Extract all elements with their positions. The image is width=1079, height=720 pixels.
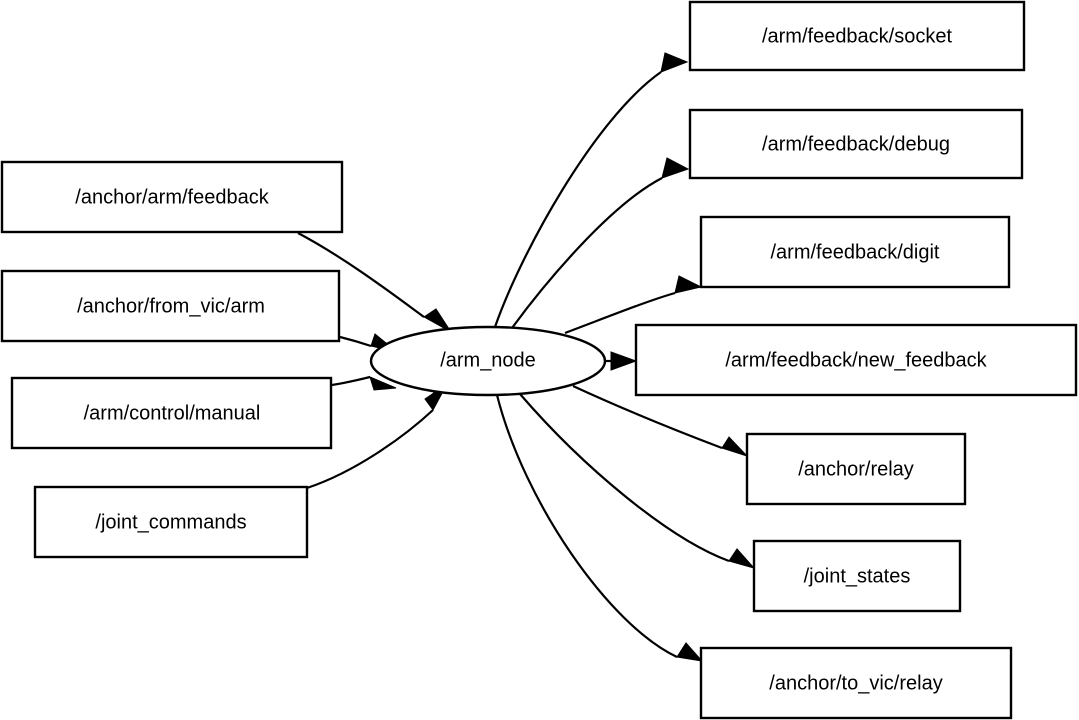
topic-box[interactable] [0, 160, 344, 234]
topic-box[interactable] [634, 323, 1078, 397]
center-node-label: /arm_node [440, 349, 536, 371]
topic-node-anchor-to-vic-relay[interactable]: /anchor/to_vic/relay [699, 646, 1013, 720]
topic-node-anchor-arm-feedback[interactable]: /anchor/arm/feedback [0, 160, 344, 234]
edge-arm-node-to-anchor-relay [572, 385, 748, 457]
topic-node-anchor-from-vic-arm[interactable]: /anchor/from_vic/arm [0, 269, 341, 343]
topic-label: /anchor/relay [798, 458, 914, 480]
topic-label: /arm/control/manual [84, 402, 261, 424]
arrowhead-icon [660, 52, 689, 73]
topic-node-arm-feedback-socket[interactable]: /arm/feedback/socket [688, 0, 1026, 72]
topic-label: /arm/feedback/new_feedback [725, 349, 987, 371]
topic-label: /anchor/from_vic/arm [77, 295, 265, 317]
edge-arm-node-to-anchor-to-vic-relay [495, 394, 704, 662]
topic-node-arm-feedback-new-feedback[interactable]: /arm/feedback/new_feedback [634, 323, 1078, 397]
edge-line [339, 335, 372, 348]
edge-line [306, 409, 434, 490]
edge-line [495, 394, 678, 658]
edge-anchor-arm-feedback-to-arm-node [297, 232, 452, 333]
edge-arm-node-to-arm-feedback-digit [564, 275, 703, 335]
topic-node-arm-feedback-digit[interactable]: /arm/feedback/digit [699, 215, 1011, 289]
topic-node-arm-feedback-debug[interactable]: /arm/feedback/debug [688, 108, 1024, 180]
edge-line [493, 71, 662, 328]
topic-node-joint-commands[interactable]: /joint_commands [33, 485, 309, 559]
topic-box[interactable] [0, 269, 341, 343]
edge-line [297, 232, 425, 318]
topic-node-joint-states[interactable]: /joint_states [752, 539, 962, 613]
topic-box[interactable] [10, 376, 333, 450]
topic-label: /joint_commands [95, 511, 246, 533]
center-node-arm-node[interactable]: /arm_node [369, 325, 607, 397]
node-ellipse[interactable] [369, 325, 607, 397]
topic-label: /arm/feedback/digit [771, 241, 940, 263]
edge-arm-node-to-joint-states [519, 393, 756, 569]
arrowhead-icon [674, 275, 703, 294]
arrowhead-icon [610, 351, 638, 371]
topic-box[interactable] [752, 539, 962, 613]
edge-arm-node-to-arm-feedback-new-feedback [606, 351, 638, 371]
topic-node-anchor-relay[interactable]: /anchor/relay [745, 432, 967, 506]
topic-label: /anchor/arm/feedback [75, 186, 269, 208]
arrowhead-icon [676, 642, 704, 662]
edge-line [564, 291, 676, 335]
topic-box[interactable] [699, 215, 1011, 289]
edge-line [511, 177, 663, 329]
edge-arm-node-to-arm-feedback-debug [511, 157, 690, 329]
topic-label: /arm/feedback/socket [762, 25, 953, 47]
edge-line [519, 393, 730, 563]
topic-label: /arm/feedback/debug [762, 133, 950, 155]
arrowhead-icon [728, 548, 756, 569]
topic-label: /anchor/to_vic/relay [769, 672, 942, 694]
edge-line [572, 385, 723, 450]
topic-box[interactable] [699, 646, 1013, 720]
edge-line [331, 375, 371, 387]
topic-box[interactable] [745, 432, 967, 506]
edge-arm-control-manual-to-arm-node [331, 375, 397, 391]
arrowhead-icon [369, 376, 397, 391]
arrowhead-icon [423, 308, 452, 333]
edge-arm-node-to-arm-feedback-socket [493, 52, 689, 328]
arrowhead-icon [721, 436, 748, 457]
topic-box[interactable] [33, 485, 309, 559]
topic-node-arm-control-manual[interactable]: /arm/control/manual [10, 376, 333, 450]
arrowhead-icon [661, 157, 690, 179]
topic-box[interactable] [688, 108, 1024, 180]
topic-label: /joint_states [804, 565, 911, 587]
topic-box[interactable] [688, 0, 1026, 72]
